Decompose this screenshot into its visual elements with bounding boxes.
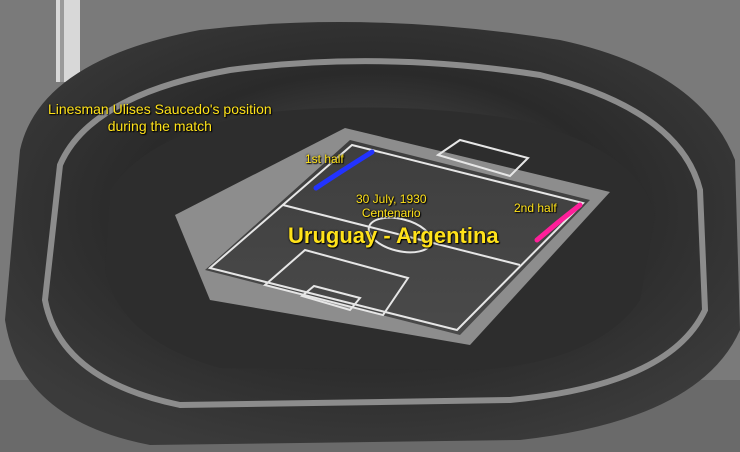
match-title: Uruguay - Argentina	[288, 223, 499, 248]
second-half-marker	[534, 202, 583, 243]
match-venue: Centenario	[361, 206, 421, 221]
tower	[56, 0, 80, 82]
first-half-label: 1st half	[305, 152, 344, 166]
match-date-venue: 30 July, 1930 Centenario	[356, 192, 427, 221]
linesman-caption-line2: during the match	[107, 117, 212, 134]
second-half-label: 2nd half	[514, 201, 557, 215]
linesman-caption-line1: Linesman Ulises Saucedo's position	[48, 101, 272, 117]
first-half-marker	[313, 149, 375, 191]
tower-shadow	[60, 0, 64, 82]
match-date: 30 July, 1930	[356, 192, 427, 206]
linesman-caption: Linesman Ulises Saucedo's position durin…	[48, 101, 272, 135]
pitch-markings	[207, 138, 585, 332]
stand-ring	[41, 58, 709, 409]
